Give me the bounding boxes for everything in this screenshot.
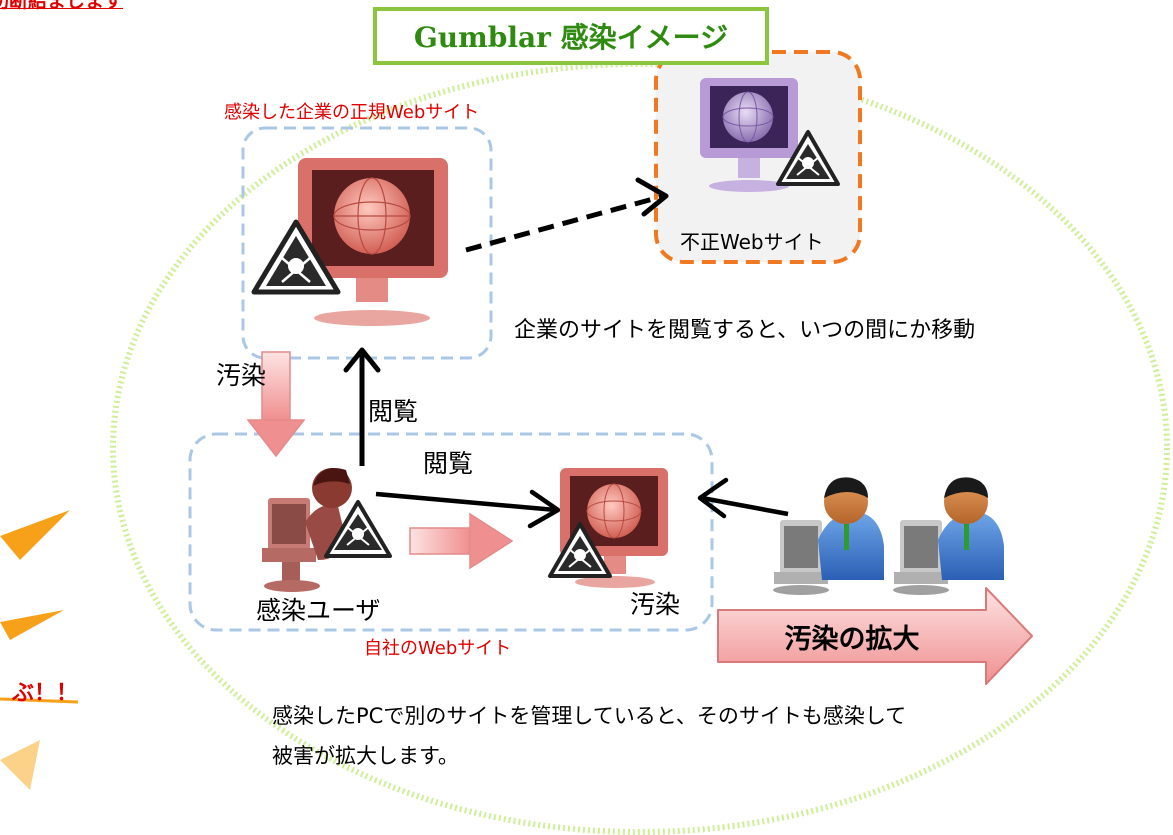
title-text: Gumblar 感染イメージ (413, 21, 729, 54)
browse-label-up: 閲覧 (368, 397, 419, 426)
note-line-2: 被害が拡大します。 (272, 744, 459, 768)
user-icon (893, 477, 1004, 595)
contaminate-down-arrow (246, 351, 306, 458)
note-line-1: 感染したPCで別のサイトを管理していると、そのサイトも感染して (272, 704, 907, 728)
own-site-label: 自社のWebサイト (364, 638, 512, 659)
contaminate-label-right: 汚染 (630, 590, 681, 619)
diagram-title: Gumblar 感染イメージ (373, 7, 769, 65)
infected-user-icon (262, 468, 352, 592)
skull-warning-icon (548, 522, 612, 578)
skull-warning-icon (324, 500, 392, 558)
exclaim-fragment-text: ぶ！！ (12, 681, 79, 706)
users-browse-arrow (697, 477, 789, 519)
topleft-fragment-text: 切断結まします (0, 0, 124, 12)
redirect-arrow (465, 177, 669, 253)
malicious-site-monitor-icon (700, 78, 798, 192)
own-site-box (188, 432, 714, 632)
browse-right-arrow (375, 489, 561, 529)
contaminate-label-left: 汚染 (216, 361, 267, 390)
burst-decoration (0, 510, 79, 790)
browse-up-arrow (343, 347, 381, 466)
skull-warning-icon (251, 219, 341, 295)
contaminate-right-arrow (409, 512, 514, 570)
browse-redirect-note: 企業のサイトを閲覧すると、いつの間にか移動 (514, 318, 976, 343)
spread-label-text: 汚染の拡大 (784, 623, 920, 655)
legit-site-monitor-icon (298, 158, 448, 326)
user-icon (773, 477, 884, 595)
infected-user-label: 感染ユーザ (256, 596, 381, 625)
spread-label: 汚染の拡大 (718, 610, 986, 662)
spread-arrow (717, 587, 1033, 685)
infection-area-ellipse (110, 61, 1170, 835)
malicious-site-label: 不正Webサイト (680, 230, 824, 254)
browse-label-right: 閲覧 (423, 449, 474, 478)
skull-warning-icon (776, 130, 840, 186)
legit-site-label: 感染した企業の正規Webサイト (224, 102, 480, 123)
